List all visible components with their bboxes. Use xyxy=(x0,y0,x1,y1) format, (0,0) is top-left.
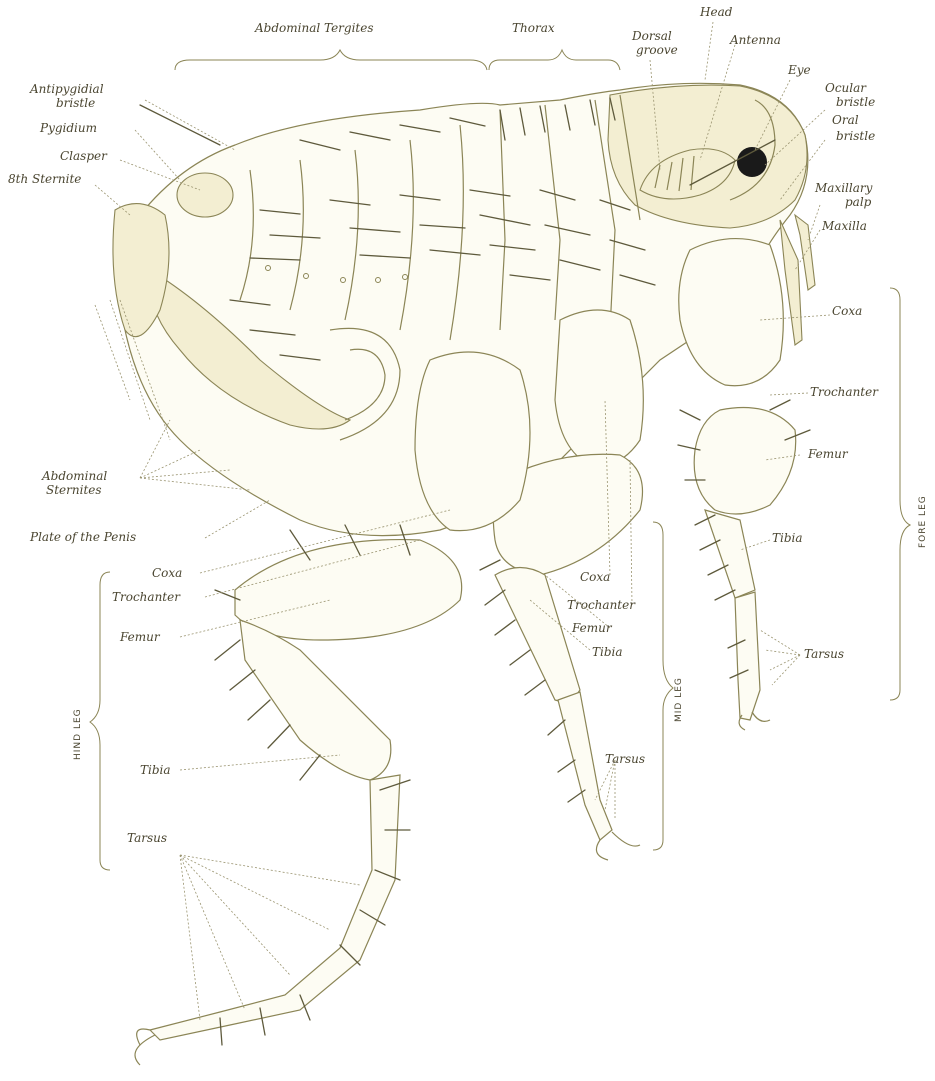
label-oral-bristle-1: Oral xyxy=(832,113,859,127)
label-plate-of-penis: Plate of the Penis xyxy=(29,530,136,544)
label-dorsal-groove-1: Dorsal xyxy=(631,29,672,43)
mid-coxa-shape xyxy=(555,310,643,466)
label-abdominal-sternites-1: Abdominal xyxy=(41,469,107,483)
thorax-brace xyxy=(489,50,620,70)
hind-leg-brace xyxy=(90,572,110,870)
label-hind-tibia: Tibia xyxy=(140,763,171,777)
label-mid-coxa: Coxa xyxy=(580,570,610,584)
label-abdominal-sternites-2: Sternites xyxy=(46,483,102,497)
mid-leg-brace xyxy=(653,522,673,850)
mid-tibia-shape xyxy=(495,568,580,702)
label-mid-tarsus: Tarsus xyxy=(605,752,645,766)
label-fore-tibia: Tibia xyxy=(772,531,803,545)
label-fore-tarsus: Tarsus xyxy=(804,647,844,661)
hind-tibia-shape xyxy=(240,620,391,780)
label-pygidium: Pygidium xyxy=(39,121,97,135)
hind-coxa-shape xyxy=(415,352,530,531)
label-antipygidial-bristle-1: Antipygidial xyxy=(29,82,104,96)
label-oral-bristle-2: bristle xyxy=(836,129,875,143)
label-fore-trochanter: Trochanter xyxy=(810,385,879,399)
fore-tibia-shape xyxy=(705,510,755,598)
label-hind-coxa: Coxa xyxy=(152,566,182,580)
fore-coxa-shape xyxy=(679,239,784,386)
label-abdominal-tergites: Abdominal Tergites xyxy=(254,21,374,35)
hind-claw xyxy=(135,1029,155,1065)
fore-leg-brace xyxy=(890,288,910,700)
fore-tarsus-shape xyxy=(735,592,760,720)
label-mid-leg: MID LEG xyxy=(674,677,684,722)
label-thorax: Thorax xyxy=(512,21,555,35)
label-maxillary-palp-2: palp xyxy=(845,195,872,209)
label-mid-femur: Femur xyxy=(571,621,613,635)
label-dorsal-groove-2: groove xyxy=(636,43,678,57)
label-fore-femur: Femur xyxy=(807,447,849,461)
label-fore-leg: FORE LEG xyxy=(918,495,928,548)
label-hind-tarsus: Tarsus xyxy=(127,831,167,845)
label-clasper: Clasper xyxy=(60,149,108,163)
abdominal-tergites-brace xyxy=(175,50,487,70)
hind-tarsus-shape xyxy=(150,775,400,1040)
label-antipygidial-bristle-2: bristle xyxy=(56,96,95,110)
label-8th-sternite: 8th Sternite xyxy=(8,172,81,186)
label-eye: Eye xyxy=(787,63,811,77)
label-antenna: Antenna xyxy=(729,33,781,47)
fore-femur-shape xyxy=(694,408,796,515)
label-ocular-bristle-2: bristle xyxy=(836,95,875,109)
label-maxilla: Maxilla xyxy=(821,219,867,233)
label-head: Head xyxy=(699,5,733,19)
label-maxillary-palp-1: Maxillary xyxy=(814,181,873,195)
label-mid-trochanter: Trochanter xyxy=(567,598,636,612)
label-ocular-bristle-1: Ocular xyxy=(825,81,867,95)
label-hind-femur: Femur xyxy=(119,630,161,644)
label-fore-coxa: Coxa xyxy=(832,304,862,318)
pygidium-shape xyxy=(177,173,233,217)
label-hind-leg: HIND LEG xyxy=(73,708,83,760)
label-hind-trochanter: Trochanter xyxy=(112,590,181,604)
hind-femur-shape xyxy=(235,540,462,640)
label-mid-tibia: Tibia xyxy=(592,645,623,659)
